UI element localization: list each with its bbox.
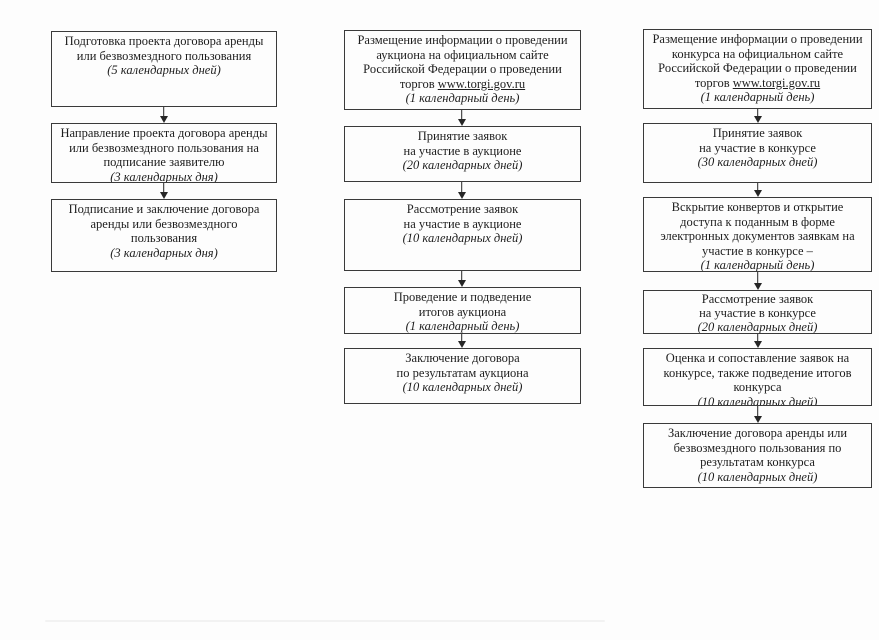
text-line: Рассмотрение заявок	[701, 292, 814, 306]
flow-box-tender-evaluate: Оценка и сопоставление заявок на конкурс…	[643, 348, 872, 406]
flow-arrow-down	[457, 110, 466, 126]
text-line: Вскрытие конвертов и открытие	[671, 200, 844, 214]
flow-box-send-contract: Направление проекта договора аренды или …	[51, 123, 277, 183]
duration-line: (10 календарных дней)	[697, 469, 818, 484]
text-line: аукциона на официальном сайте	[376, 47, 549, 62]
text-line: Подписание и заключение договора	[68, 202, 260, 216]
flow-box-tender-review-bids: Рассмотрение заявок на участие в конкурс…	[643, 290, 872, 334]
flow-arrow-down	[753, 183, 762, 197]
text-line: по результатам аукциона	[396, 365, 529, 380]
text-line: Рассмотрение заявок	[406, 202, 519, 216]
text-line: безвозмездного пользования по	[673, 440, 842, 455]
text-line: Размещение информации о проведении	[357, 33, 568, 47]
text-line: Заключение договора аренды или	[667, 426, 848, 440]
flow-box-sign-contract: Подписание и заключение договора аренды …	[51, 199, 277, 272]
flow-box-tender-publish: Размещение информации о проведении конку…	[643, 29, 872, 109]
text-line: или безвозмездного пользования на	[69, 140, 259, 155]
text-line: Российской Федерации о проведении	[363, 62, 562, 77]
duration-line: (20 календарных дней)	[697, 320, 818, 334]
flow-box-prepare-contract: Подготовка проекта договора аренды или б…	[51, 31, 277, 107]
text-line: электронных документов заявкам на	[660, 229, 855, 244]
text-line: участие в конкурсе –	[702, 243, 813, 258]
duration-line: (10 календарных дней)	[697, 394, 818, 406]
text-line: результатам конкурса	[700, 455, 815, 470]
flow-arrow-down	[753, 272, 762, 290]
text-fragment: торгов	[694, 75, 733, 90]
text-line: на участие в конкурсе	[699, 306, 816, 320]
duration-line: (3 календарных дня)	[110, 245, 218, 260]
text-line: Размещение информации о проведении	[652, 32, 863, 46]
flow-box-auction-conclude-contract: Заключение договора по результатам аукци…	[344, 348, 581, 404]
duration-line: (20 календарных дней)	[402, 158, 523, 173]
text-line: конкурсе, также подведение итогов	[663, 365, 852, 380]
duration-line: (1 календарный день)	[700, 258, 815, 272]
flow-box-tender-conclude-contract: Заключение договора аренды или безвозмез…	[643, 423, 872, 488]
duration-line: (1 календарный день)	[405, 319, 520, 334]
text-line: Российской Федерации о проведении	[658, 61, 857, 76]
duration-line: (5 календарных дней)	[107, 63, 221, 78]
text-line: пользования	[130, 231, 198, 246]
text-line: Оценка и сопоставление заявок на	[665, 351, 850, 365]
text-line: доступа к поданным в форме	[680, 214, 835, 229]
text-line: конкурса	[733, 380, 782, 395]
flow-box-auction-results: Проведение и подведение итогов аукциона …	[344, 287, 581, 334]
flow-arrow-down	[159, 107, 168, 123]
flow-box-auction-accept-bids: Принятие заявок на участие в аукционе (2…	[344, 126, 581, 182]
duration-line: (30 календарных дней)	[697, 155, 818, 170]
duration-line: (1 календарный день)	[700, 90, 815, 105]
text-line: конкурса на официальном сайте	[671, 46, 844, 61]
flow-box-auction-review-bids: Рассмотрение заявок на участие в аукцион…	[344, 199, 581, 271]
flow-arrow-down	[753, 109, 762, 123]
text-line: итогов аукциона	[418, 304, 507, 319]
text-line: торгов www.torgi.gov.ru	[644, 76, 871, 91]
text-line: аренды или безвозмездного	[90, 216, 238, 231]
torgi-gov-ru-link: www.torgi.gov.ru	[437, 76, 526, 91]
text-line: Направление проекта договора аренды	[60, 126, 268, 140]
text-line: Подготовка проекта договора аренды	[64, 34, 264, 48]
duration-line: (3 календарных дня)	[110, 169, 218, 183]
text-line: подписание заявителю	[103, 155, 225, 170]
text-line: на участие в конкурсе	[699, 140, 816, 155]
duration-line: (10 календарных дней)	[402, 231, 523, 246]
flow-arrow-down	[457, 334, 466, 348]
text-line: Заключение договора	[405, 351, 520, 365]
text-line: Проведение и подведение	[393, 290, 532, 304]
text-fragment: торгов	[399, 76, 438, 91]
duration-line: (10 календарных дней)	[402, 380, 523, 395]
flow-arrow-down	[159, 183, 168, 199]
text-line: на участие в аукционе	[403, 216, 522, 231]
text-line: Принятие заявок	[417, 129, 508, 143]
scan-artifact	[45, 620, 605, 622]
flow-arrow-down	[457, 271, 466, 287]
flow-arrow-down	[753, 406, 762, 423]
flow-arrow-down	[753, 334, 762, 348]
flow-box-tender-open-envelopes: Вскрытие конвертов и открытие доступа к …	[643, 197, 872, 272]
flow-box-auction-publish: Размещение информации о проведении аукци…	[344, 30, 581, 110]
text-line: или безвозмездного пользования	[76, 48, 252, 63]
text-line: торгов www.torgi.gov.ru	[345, 77, 580, 92]
duration-line: (1 календарный день)	[405, 91, 520, 106]
torgi-gov-ru-link: www.torgi.gov.ru	[732, 75, 821, 90]
flow-arrow-down	[457, 182, 466, 199]
text-line: на участие в аукционе	[403, 143, 522, 158]
flow-box-tender-accept-bids: Принятие заявок на участие в конкурсе (3…	[643, 123, 872, 183]
text-line: Принятие заявок	[712, 126, 803, 140]
